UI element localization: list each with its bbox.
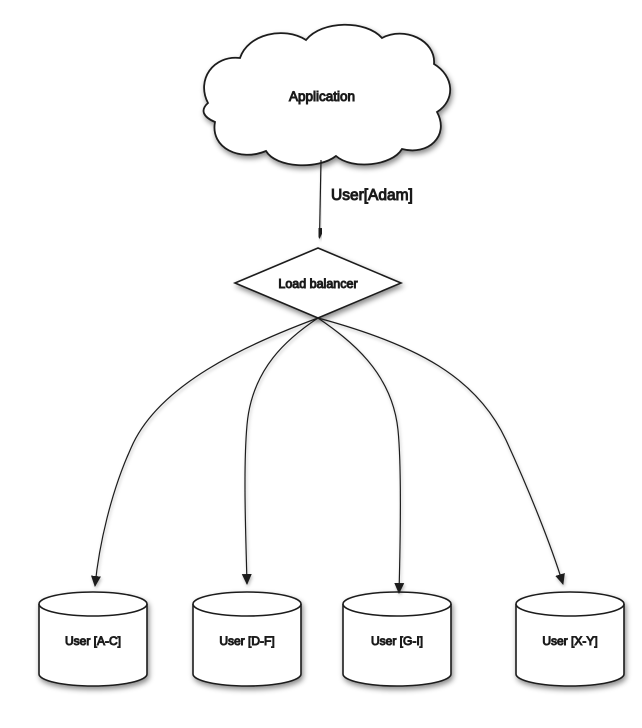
db-label-user-x-y: User [X-Y] [542, 634, 597, 648]
edge-lb-to-db-d-f [241, 317, 319, 585]
edge-label-user-adam: User[Adam] [331, 187, 413, 204]
loadbalancer-label: Load balancer [278, 277, 357, 291]
db-label-user-a-c: User [A-C] [65, 634, 121, 648]
application-label: Application [289, 89, 355, 104]
cylinder-top-icon [192, 591, 302, 617]
diagram-root: Application User[Adam] Load balancer [38, 23, 625, 687]
cylinder-top-icon [515, 591, 625, 617]
db-node-user-a-c [38, 591, 148, 687]
cloud-icon [202, 23, 452, 167]
cylinder-top-icon [342, 591, 452, 617]
edge-lb-to-db-x-y [317, 317, 565, 585]
db-label-user-d-f: User [D-F] [219, 634, 274, 648]
cylinder-top-icon [38, 591, 148, 617]
edge-lb-to-db-g-i [317, 317, 405, 594]
edge-lb-to-db-a-c [90, 317, 319, 587]
db-label-user-g-i: User [G-I] [371, 634, 423, 648]
db-node-user-x-y [515, 591, 625, 687]
edge-app-to-loadbalancer [314, 159, 325, 239]
db-node-user-d-f [192, 591, 302, 687]
application-cloud-node [202, 23, 452, 167]
